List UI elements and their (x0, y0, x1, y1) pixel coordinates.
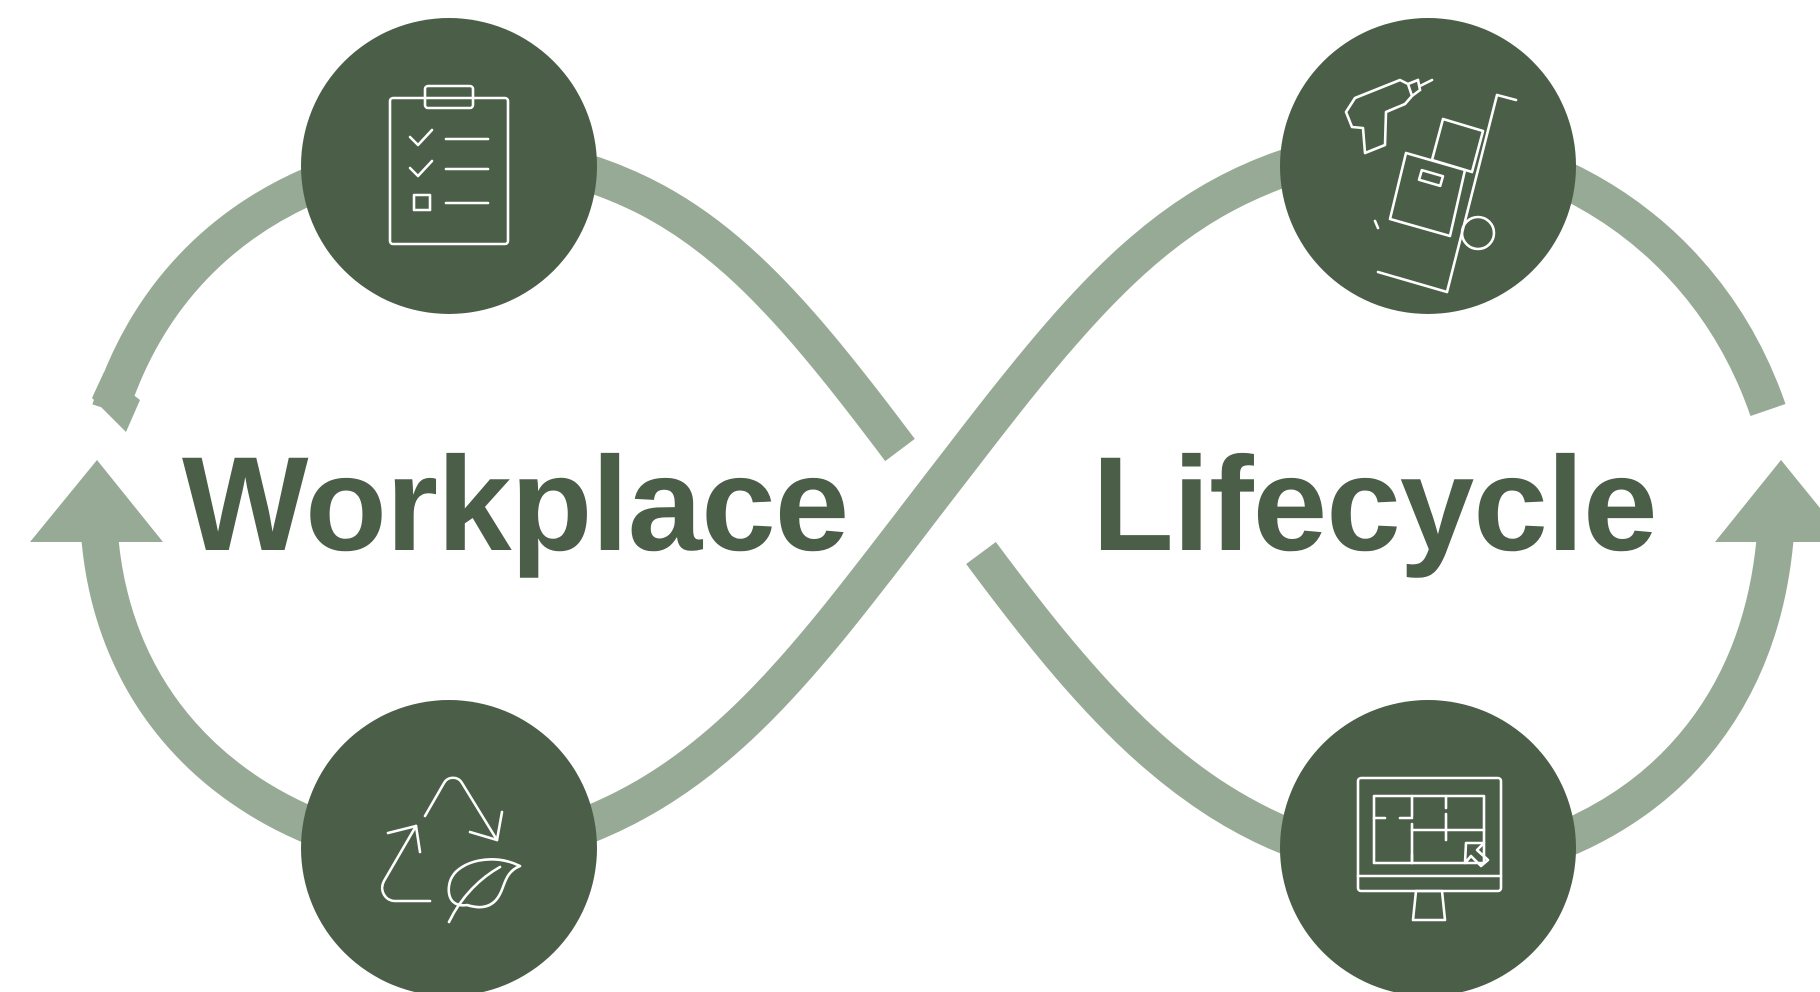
center-arc-bottom-right (966, 541, 1317, 863)
monitor-floorplan-icon (1356, 776, 1503, 922)
loop-arcs (81, 142, 1794, 863)
center-arc-top-left (555, 147, 915, 462)
recycle-leaf-icon (380, 776, 522, 924)
right-arrowhead (1715, 460, 1820, 542)
sustainability-node (301, 700, 597, 992)
title-word-workplace: Workplace (182, 430, 849, 579)
center-arc-bottom-left (554, 142, 1316, 853)
drill-hand-truck-icon (1344, 78, 1518, 294)
left-arrowhead (30, 460, 163, 542)
title-word-lifecycle: Lifecycle (1092, 430, 1658, 579)
fitout-node (1280, 18, 1576, 314)
floorplan-node (1280, 700, 1576, 992)
clipboard-checklist-icon (388, 84, 510, 246)
planning-node (301, 18, 597, 314)
left-top-arc-cap (92, 372, 140, 432)
right-top-arc (1523, 147, 1786, 417)
right-bottom-arc (1543, 538, 1794, 863)
left-bottom-arc (81, 538, 356, 858)
